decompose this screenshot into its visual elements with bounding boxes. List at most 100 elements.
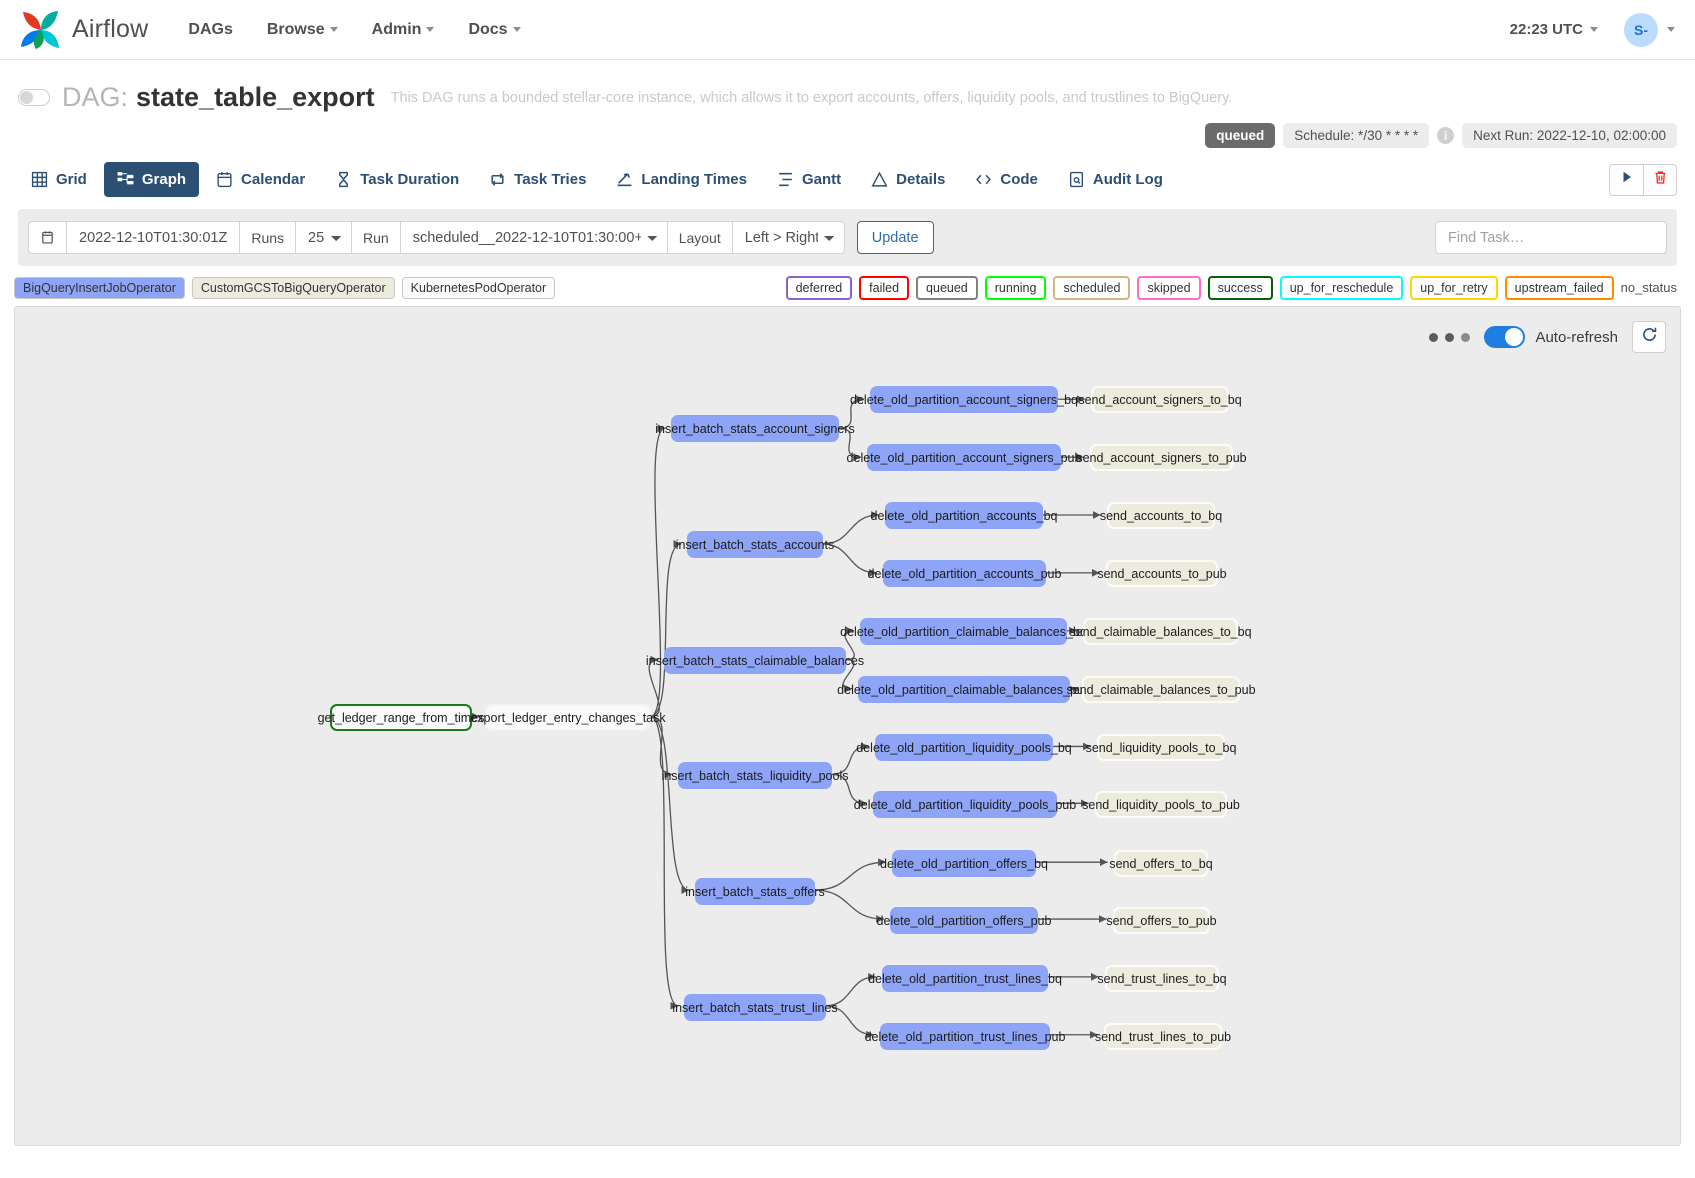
tab-task-tries[interactable]: Task Tries: [476, 162, 599, 197]
graph-node[interactable]: insert_batch_stats_liquidity_pools: [662, 762, 848, 789]
tab-audit-log[interactable]: Audit Log: [1055, 162, 1176, 197]
status-legend-chip[interactable]: deferred: [785, 275, 853, 300]
graph-node[interactable]: delete_old_partition_offers_bq: [880, 850, 1048, 877]
tab-calendar[interactable]: Calendar: [203, 162, 318, 197]
graph-node[interactable]: send_trust_lines_to_bq: [1097, 965, 1227, 992]
status-legend-chip[interactable]: running: [984, 275, 1047, 300]
dag-header: DAG: state_table_export This DAG runs a …: [0, 60, 1695, 113]
brand-name: Airflow: [72, 15, 149, 43]
graph-node[interactable]: send_accounts_to_bq: [1100, 502, 1222, 529]
search-input[interactable]: [1435, 221, 1667, 254]
timezone-selector[interactable]: 22:23 UTC: [1510, 21, 1598, 38]
calendar-icon[interactable]: [28, 221, 67, 254]
tab-landing-times[interactable]: Landing Times: [603, 162, 760, 197]
graph-node[interactable]: delete_old_partition_trust_lines_pub: [865, 1023, 1065, 1050]
graph-node[interactable]: insert_batch_stats_accounts: [676, 531, 834, 558]
tab-landing-times-label: Landing Times: [641, 171, 747, 188]
tab-gantt[interactable]: Gantt: [764, 162, 854, 197]
graph-node[interactable]: delete_old_partition_liquidity_pools_bq: [856, 734, 1072, 761]
dag-status-row: queued Schedule: */30 * * * * i Next Run…: [0, 113, 1695, 148]
graph-node[interactable]: delete_old_partition_trust_lines_bq: [868, 965, 1062, 992]
nav-link-dags-label: DAGs: [188, 20, 233, 38]
dag-run-select[interactable]: scheduled__2022-12-10T01:30:00+00:00: [399, 221, 668, 254]
tab-graph-label: Graph: [141, 171, 187, 188]
graph-node[interactable]: send_liquidity_pools_to_pub: [1082, 791, 1240, 818]
graph-node[interactable]: send_accounts_to_pub: [1097, 560, 1227, 587]
graph-node[interactable]: get_ledger_range_from_times: [318, 704, 484, 731]
chevron-down-icon: [426, 27, 435, 32]
operator-legend-chip[interactable]: CustomGCSToBigQueryOperator: [191, 276, 395, 299]
tab-graph[interactable]: Graph: [103, 162, 200, 197]
status-legend-chip[interactable]: failed: [859, 275, 910, 300]
graph-node[interactable]: export_ledger_entry_changes_task: [470, 704, 666, 731]
graph-node[interactable]: delete_old_partition_account_signers_pub: [847, 444, 1081, 471]
layout-select[interactable]: Left > Right: [731, 221, 845, 254]
refresh-button[interactable]: [1632, 321, 1666, 353]
auto-refresh-toggle[interactable]: [1484, 326, 1526, 348]
graph-node[interactable]: insert_batch_stats_claimable_balances: [646, 647, 864, 674]
status-legend-chip[interactable]: upstream_failed: [1504, 275, 1614, 300]
graph-edge: [831, 773, 867, 808]
graph-node[interactable]: delete_old_partition_claimable_balances_…: [840, 618, 1087, 645]
status-legend-no-status: no_status: [1620, 280, 1677, 295]
graph-node[interactable]: delete_old_partition_claimable_balances_…: [837, 676, 1091, 703]
status-badge: queued: [1205, 123, 1276, 148]
graph-edge: [838, 395, 864, 429]
tab-task-duration[interactable]: Task Duration: [322, 162, 472, 197]
graph-node[interactable]: send_account_signers_to_pub: [1076, 444, 1247, 471]
dag-actions: [1609, 163, 1677, 196]
brand[interactable]: Airflow: [20, 10, 148, 50]
tab-grid[interactable]: Grid: [18, 162, 100, 197]
graph-node[interactable]: delete_old_partition_offers_pub: [877, 907, 1051, 934]
graph-node[interactable]: send_offers_to_pub: [1106, 907, 1217, 934]
num-runs-select[interactable]: 25: [295, 221, 353, 254]
delete-dag-button[interactable]: [1643, 163, 1677, 196]
graph-node[interactable]: send_claimable_balances_to_bq: [1069, 618, 1252, 645]
graph-node[interactable]: delete_old_partition_accounts_pub: [868, 560, 1061, 587]
user-menu[interactable]: S-: [1624, 12, 1675, 47]
tab-details[interactable]: Details: [858, 162, 958, 197]
dag-pause-toggle[interactable]: [18, 89, 50, 106]
status-legend-chip[interactable]: queued: [916, 275, 978, 300]
three-dots-icon[interactable]: [1429, 332, 1471, 342]
graph-edge: [825, 973, 876, 1007]
play-icon: [1620, 170, 1634, 189]
trigger-dag-button[interactable]: [1609, 163, 1643, 196]
graph-edge: [650, 715, 690, 894]
graph-node[interactable]: delete_old_partition_account_signers_bq: [850, 386, 1078, 413]
nav-link-dags[interactable]: DAGs: [188, 21, 232, 39]
nav-link-browse[interactable]: Browse: [267, 21, 338, 39]
update-button[interactable]: Update: [856, 221, 934, 254]
status-legend-chip[interactable]: skipped: [1137, 275, 1201, 300]
graph-node[interactable]: insert_batch_stats_trust_lines: [672, 994, 838, 1021]
gantt-icon: [777, 171, 794, 188]
nav-links: DAGs Browse Admin Docs: [188, 21, 521, 39]
graph-node[interactable]: insert_batch_stats_offers: [685, 878, 825, 905]
status-legend-chip[interactable]: up_for_reschedule: [1279, 275, 1404, 300]
status-legend-chip[interactable]: scheduled: [1053, 275, 1131, 300]
graph-node[interactable]: send_liquidity_pools_to_bq: [1086, 734, 1236, 761]
graph-edge: [822, 543, 877, 577]
graph-node[interactable]: send_account_signers_to_bq: [1078, 386, 1242, 413]
status-legend-chip[interactable]: up_for_retry: [1410, 275, 1498, 300]
graph-node[interactable]: send_offers_to_bq: [1109, 850, 1213, 877]
base-date-input[interactable]: 2022-12-10T01:30:01Z: [66, 221, 241, 254]
graph-node[interactable]: insert_batch_stats_account_signers: [655, 415, 855, 442]
nav-link-admin[interactable]: Admin: [372, 21, 435, 39]
operator-legend-chip[interactable]: BigQueryInsertJobOperator: [14, 276, 185, 299]
info-icon[interactable]: i: [1437, 127, 1455, 144]
tab-code[interactable]: Code: [962, 162, 1051, 197]
graph-node[interactable]: send_claimable_balances_to_pub: [1066, 676, 1256, 703]
nav-link-docs[interactable]: Docs: [468, 21, 521, 39]
view-tabs-bar: Grid Graph Calendar: [0, 148, 1695, 197]
tab-grid-label: Grid: [56, 171, 87, 188]
graph-node[interactable]: delete_old_partition_accounts_bq: [871, 502, 1057, 529]
graph-node[interactable]: delete_old_partition_liquidity_pools_pub: [854, 791, 1076, 818]
status-legend-chip[interactable]: success: [1207, 275, 1273, 300]
dag-graph-canvas[interactable]: Auto-refresh get_ledger_range_from_times…: [14, 306, 1681, 1146]
retry-icon: [489, 171, 506, 188]
date-runs-run-layout-group: 2022-12-10T01:30:01Z Runs 25 Run schedul…: [28, 221, 845, 254]
operator-legend-chip[interactable]: KubernetesPodOperator: [401, 276, 556, 299]
graph-node[interactable]: send_trust_lines_to_pub: [1095, 1023, 1231, 1050]
